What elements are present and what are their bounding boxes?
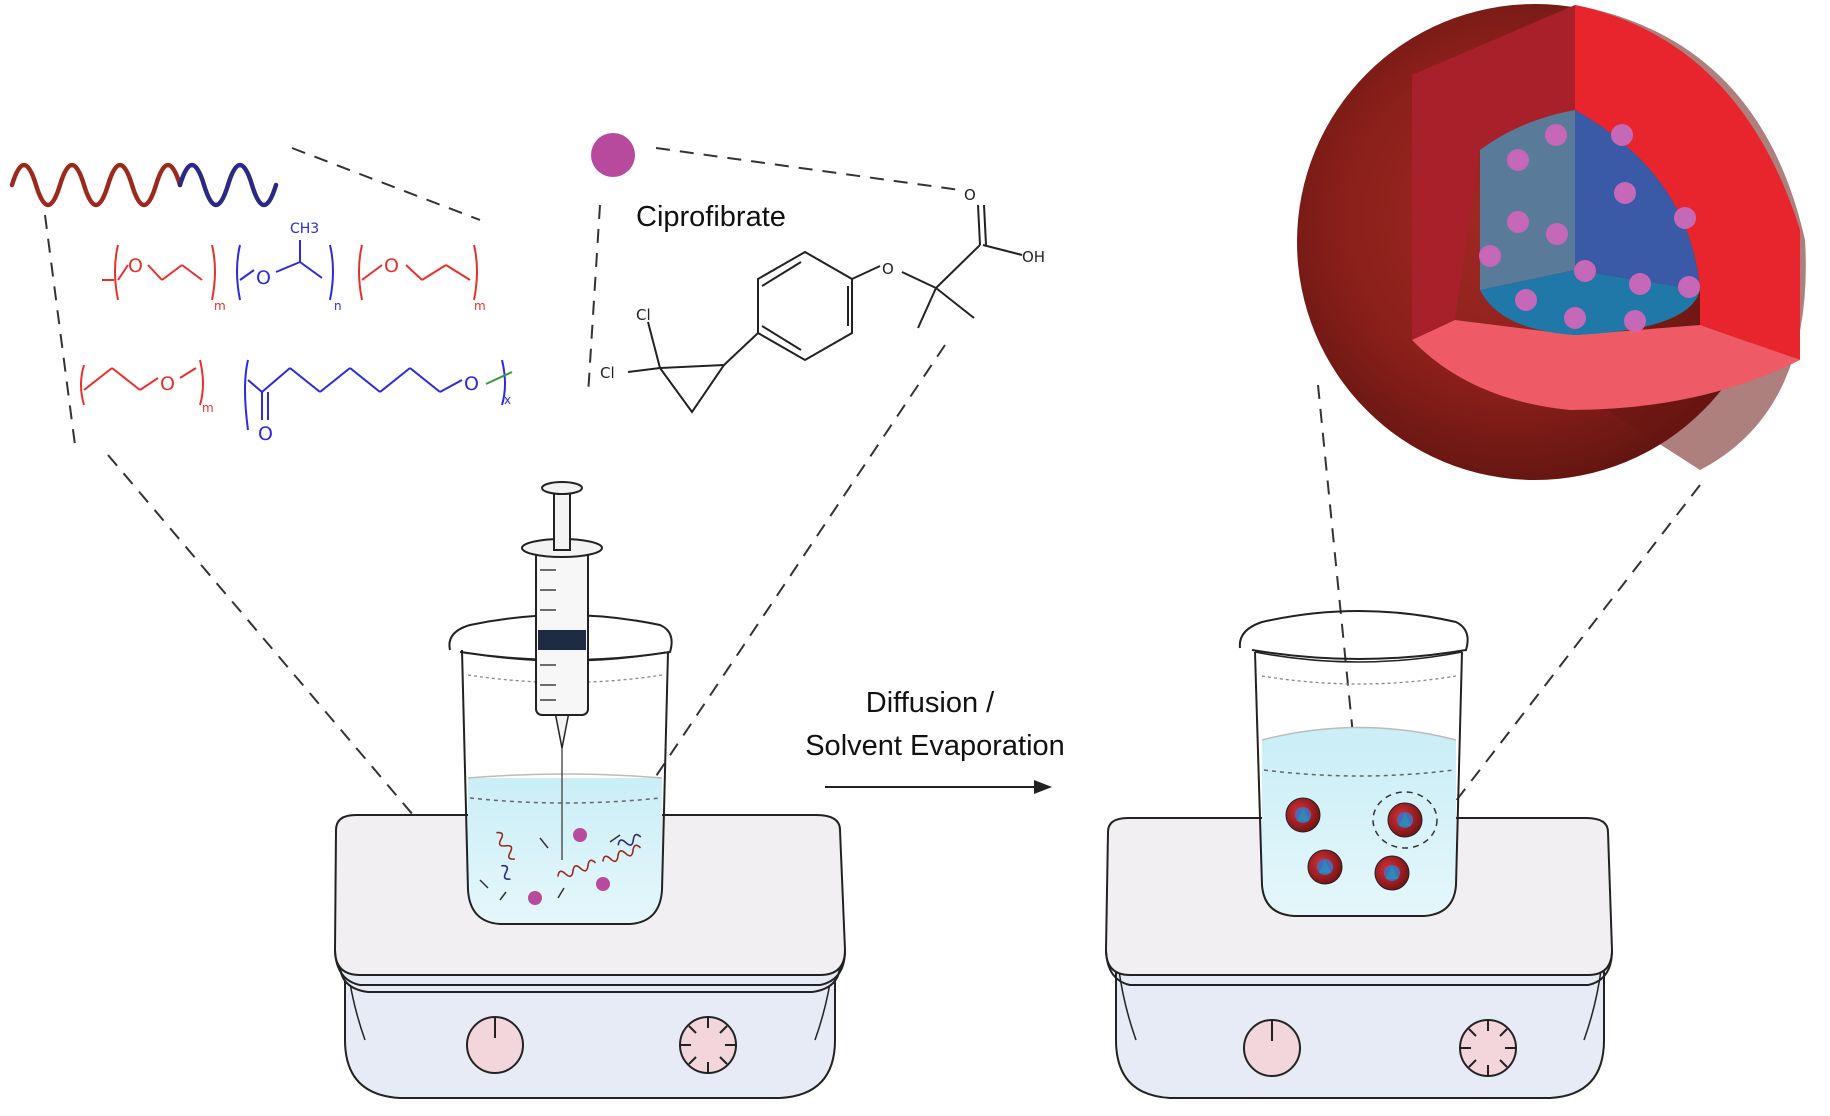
chem-o-1: O	[128, 255, 143, 277]
knob-icon	[1243, 1019, 1301, 1077]
chem-o-2: O	[256, 267, 271, 289]
chem-carbonyl-o: O	[258, 423, 273, 445]
process-label-line2: Solvent Evaporation	[805, 730, 1065, 762]
chem-o-4: O	[160, 373, 175, 395]
micelle-icon	[1374, 855, 1410, 891]
subscript-m-1: m	[214, 299, 226, 313]
chem-cooh-o: O	[964, 186, 976, 204]
drug-name-label: Ciprofibrate	[636, 201, 786, 233]
chem-cl-top: Cl	[636, 306, 651, 324]
left-hotplate-icon	[333, 814, 847, 1099]
chem-cl-left: Cl	[600, 364, 615, 382]
poloxamer-structure: O m O CH3 n O m	[102, 221, 486, 313]
chem-o-3: O	[384, 255, 399, 277]
subscript-m-3: m	[202, 401, 214, 415]
chem-ch3: CH3	[290, 221, 319, 237]
syringe-icon	[521, 481, 603, 860]
ciprofibrate-structure	[627, 204, 1023, 414]
chem-o-5: O	[464, 373, 479, 395]
knob-icon	[466, 1016, 524, 1074]
micelle-icon	[1307, 849, 1343, 885]
knob-icon	[679, 1016, 737, 1074]
process-arrow-icon	[825, 780, 1052, 794]
process-label-line1: Diffusion /	[866, 687, 995, 719]
left-beaker-icon	[448, 614, 673, 925]
peg-pcl-structure: O m O O x	[80, 359, 513, 445]
micelle-icon	[1387, 802, 1423, 838]
micelle-icon	[1285, 797, 1321, 833]
zoom-lines	[44, 147, 1701, 836]
micelle-cutaway-icon	[1297, 4, 1806, 480]
chem-cooh-oh: OH	[1022, 248, 1045, 266]
copolymer-chain-icon	[9, 162, 279, 208]
drug-particle-icon	[591, 133, 635, 177]
subscript-n: n	[334, 299, 342, 313]
chem-ether-o: O	[882, 260, 894, 278]
knob-icon	[1459, 1019, 1517, 1077]
right-beaker-icon	[1238, 610, 1469, 917]
subscript-m-2: m	[474, 299, 486, 313]
subscript-x: x	[504, 393, 511, 407]
